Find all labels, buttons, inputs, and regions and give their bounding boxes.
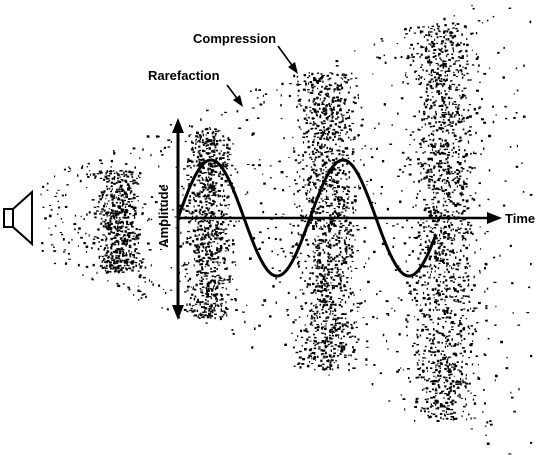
- rarefaction-label: Rarefaction: [148, 68, 220, 83]
- sine-wave: [176, 158, 438, 278]
- amplitude-label: Amplitude: [156, 184, 171, 248]
- amplitude-axis: [172, 118, 184, 320]
- compression-pointer-arrow: [277, 45, 298, 74]
- speaker-icon: [3, 189, 33, 247]
- time-label: Time: [505, 211, 535, 226]
- time-axis: [178, 212, 502, 224]
- air-particle-field: [40, 4, 533, 455]
- compression-label: Compression: [193, 31, 276, 46]
- rarefaction-pointer-arrow: [226, 84, 243, 107]
